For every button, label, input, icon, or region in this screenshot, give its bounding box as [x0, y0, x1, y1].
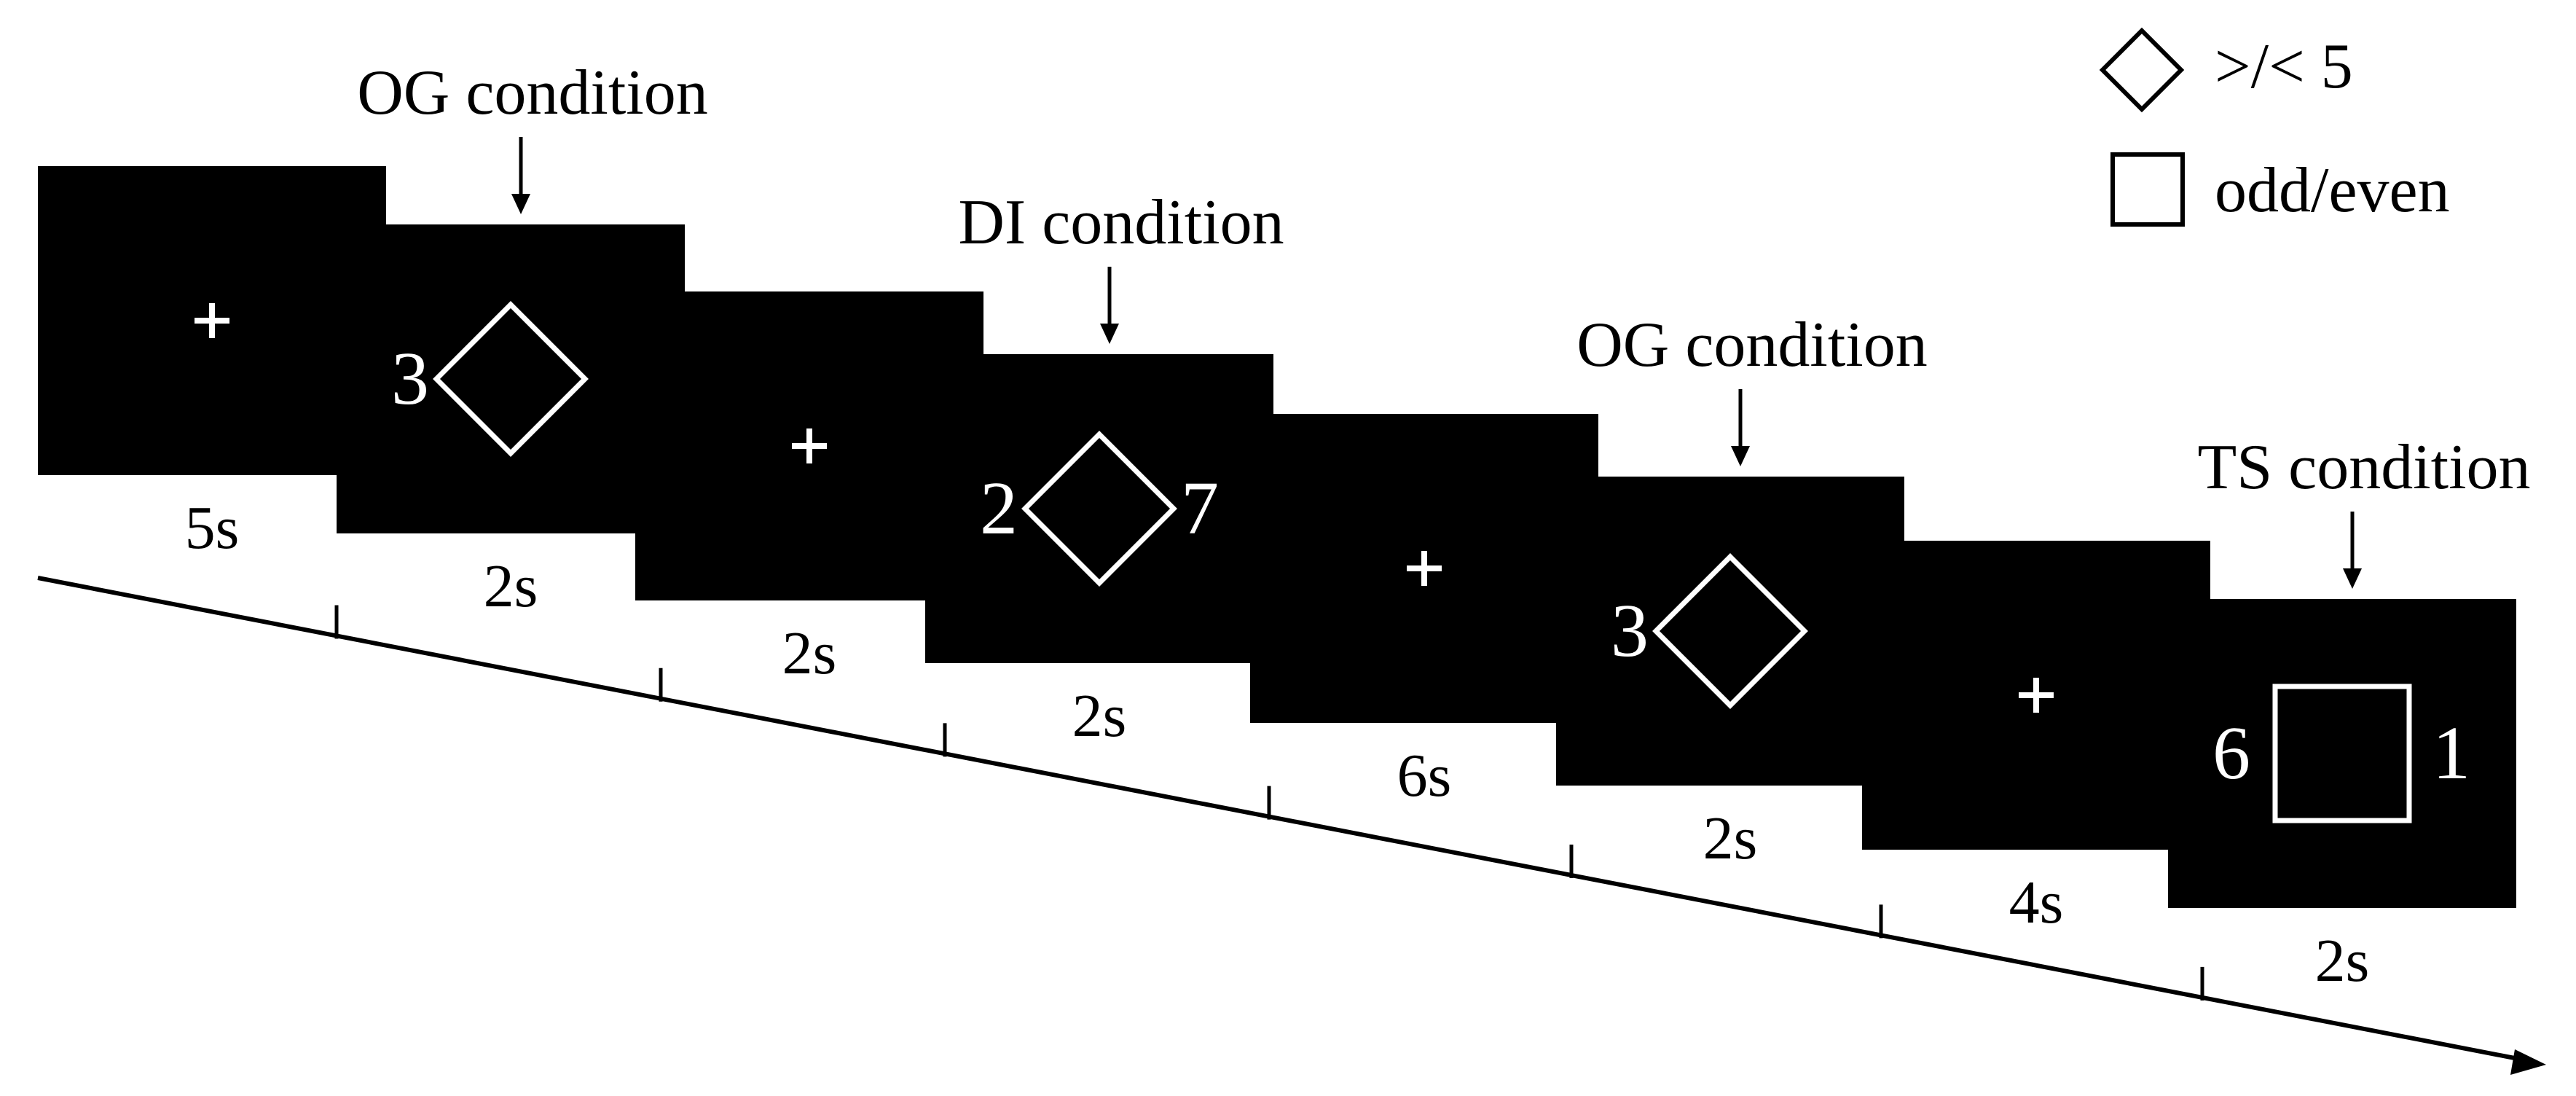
legend: >/< 5 odd/even [2099, 27, 2450, 227]
duration-label: 6s [1397, 742, 1452, 810]
down-arrow-icon [1100, 324, 1119, 344]
trial-2: 3 2s OG condition [337, 58, 708, 620]
diamond-icon [433, 301, 589, 457]
fixation-cross-vertical [1421, 551, 1427, 586]
legend-diamond-label: >/< 5 [2215, 31, 2353, 102]
fixation-cross-vertical [2033, 678, 2039, 713]
down-arrow-icon [1731, 446, 1750, 466]
square-icon [2272, 684, 2412, 823]
left-digit: 6 [2212, 711, 2250, 795]
diamond-icon [1652, 553, 1808, 709]
condition-label: DI condition [958, 187, 1284, 258]
stimulus-screen [1556, 477, 1904, 786]
duration-label: 2s [1703, 805, 1758, 872]
right-digit: 1 [2432, 711, 2470, 795]
trial-sequence: 5s 3 2s OG condition 2s 2 7 2s DI condition 6s 3 2s… [38, 58, 2531, 1001]
condition-label: OG condition [1576, 310, 1928, 380]
duration-label: 2s [782, 619, 837, 687]
duration-label: 4s [2009, 869, 2064, 936]
stimulus-screen [337, 224, 685, 533]
down-arrow-icon [511, 194, 530, 214]
diamond-icon [1021, 431, 1177, 587]
timeline-axis [37, 576, 2546, 1075]
duration-label: 2s [1072, 682, 1127, 750]
right-digit: 7 [1181, 466, 1219, 550]
legend-diamond-icon [2099, 27, 2185, 113]
trial-1: 5s [38, 166, 386, 562]
duration-label: 5s [185, 494, 240, 562]
legend-square-label: odd/even [2215, 155, 2450, 226]
condition-label: TS condition [2197, 432, 2530, 503]
timeline-line [37, 576, 2523, 1062]
down-arrow-icon [2343, 568, 2362, 589]
stimulus-screen [2168, 599, 2516, 908]
legend-square-icon [2110, 152, 2185, 227]
left-digit: 2 [980, 466, 1018, 550]
left-digit: 3 [1611, 589, 1649, 673]
timeline-arrowhead-icon [2510, 1049, 2546, 1075]
trial-4: 2 7 2s DI condition [925, 187, 1284, 750]
stimulus-screen [925, 354, 1273, 663]
fixation-cross-vertical [806, 428, 812, 463]
left-digit: 3 [391, 337, 429, 420]
duration-label: 2s [2315, 927, 2370, 995]
trial-6: 3 2s OG condition [1556, 310, 1928, 872]
trial-7: 4s [1862, 541, 2210, 936]
trial-5: 6s [1250, 414, 1598, 810]
fixation-cross-vertical [209, 303, 215, 338]
trial-8: 6 1 2s TS condition [2168, 432, 2531, 995]
duration-label: 2s [484, 552, 538, 620]
condition-label: OG condition [357, 58, 708, 128]
